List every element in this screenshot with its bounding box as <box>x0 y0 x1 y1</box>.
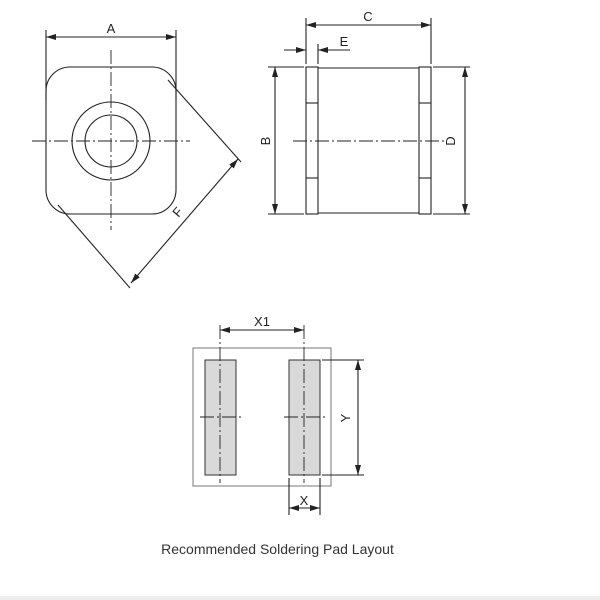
left-pad <box>204 359 237 476</box>
footer-divider <box>0 596 600 600</box>
front-view: A F <box>32 21 242 289</box>
pad-layout: X1 Y X <box>192 314 364 515</box>
ext-line <box>167 79 242 163</box>
ext-line <box>57 204 131 289</box>
footprint-outline <box>192 347 332 487</box>
right-terminal <box>418 66 432 215</box>
dim-f-line <box>130 158 239 284</box>
dim-x1-label: X1 <box>254 314 270 329</box>
dim-c-label: C <box>363 9 372 24</box>
pad-layout-caption: Recommended Soldering Pad Layout <box>161 541 394 557</box>
dim-e-label: E <box>340 34 349 49</box>
left-terminal <box>305 66 319 215</box>
dim-x-label: X <box>300 493 309 508</box>
side-view: C E B D <box>258 9 470 215</box>
dim-d-label: D <box>443 136 458 145</box>
dim-a-label: A <box>107 21 116 36</box>
dim-y-label: Y <box>338 413 353 422</box>
right-pad <box>288 359 321 476</box>
dim-b-label: B <box>258 137 273 146</box>
dim-f-label: F <box>169 204 186 220</box>
